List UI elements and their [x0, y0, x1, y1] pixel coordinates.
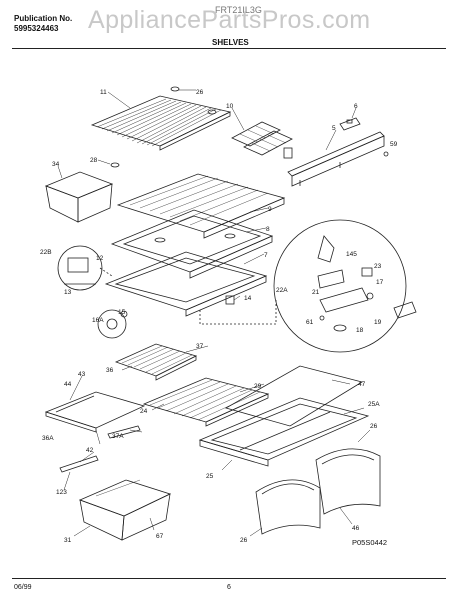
footer-rule — [12, 578, 446, 579]
watermark: AppliancePartsPros.com — [88, 6, 371, 34]
part-label: 6 — [354, 103, 358, 110]
leader-lines — [57, 89, 371, 537]
part-label: 18 — [356, 327, 364, 334]
part-label: 25A — [368, 401, 380, 408]
part-label: 22A — [276, 287, 288, 294]
shelf-end-cap-28 — [110, 162, 120, 168]
part-label: 5 — [332, 125, 336, 132]
part-label: 26 — [240, 537, 248, 544]
wire-shelf-29 — [142, 377, 270, 427]
part-label: 29 — [254, 383, 262, 390]
glass-shelf-9 — [116, 173, 286, 239]
part-label: 123 — [56, 489, 67, 496]
part-label: 9 — [268, 206, 272, 213]
part-label: 46 — [352, 525, 360, 532]
part-label: 8 — [266, 226, 270, 233]
egg-tray-10 — [231, 121, 293, 156]
shelf-end-cap-26 — [170, 86, 180, 92]
part-label: 12 — [96, 255, 104, 262]
part-label: 19 — [374, 319, 382, 326]
drawing-code: P05S0442 — [352, 538, 388, 547]
publication-label: Publication No. — [14, 14, 73, 23]
wire-shelf-11 — [90, 95, 232, 151]
part-label: 15 — [118, 309, 126, 316]
shelf-tray-44 — [44, 391, 146, 433]
part-label: 36A — [42, 435, 54, 442]
rail-37a — [107, 425, 141, 439]
part-label: 37 — [196, 343, 204, 350]
part-label: 24 — [140, 408, 148, 415]
part-label: 14 — [244, 295, 252, 302]
part-label: 42 — [86, 447, 94, 454]
wire-shelf-36 — [114, 343, 198, 381]
footer-date: 06/99 — [14, 584, 32, 591]
deli-pan-31 — [78, 479, 172, 541]
model-number: FRT21IL3G — [215, 5, 262, 15]
crisper-drawer-46 — [315, 448, 381, 515]
rail-42 — [59, 455, 99, 473]
part-label: 13 — [64, 289, 72, 296]
crisper-drawer-26 — [255, 479, 321, 535]
header-rule — [12, 48, 446, 49]
part-label: 44 — [64, 381, 72, 388]
part-label: 26 — [370, 423, 378, 430]
part-label: 36 — [106, 367, 114, 374]
detail-circle-145 — [273, 219, 417, 353]
part-label: 31 — [64, 537, 72, 544]
part-label: 11 — [100, 89, 107, 96]
part-label: 22B — [40, 249, 52, 256]
part-label: 21 — [312, 289, 320, 296]
part-label: 26 — [196, 89, 204, 96]
part-label: 7 — [264, 252, 268, 259]
shelf-tray-7 — [104, 251, 268, 317]
crisper-frame-25a — [198, 397, 370, 467]
part-label: 25 — [206, 473, 214, 480]
footer-page: 6 — [227, 584, 231, 591]
bracket-6 — [339, 117, 361, 131]
slide-frame-8 — [110, 209, 274, 279]
publication-number: 5995324463 — [14, 24, 59, 33]
part-label: 28 — [90, 157, 98, 164]
shelf-rail-5 — [287, 131, 385, 187]
part-label: 43 — [78, 371, 86, 378]
part-label: 61 — [306, 319, 314, 326]
part-label: 47 — [358, 381, 366, 388]
part-label: 10 — [226, 103, 234, 110]
shelf-end-cap-26b — [207, 109, 217, 115]
part-label: 67 — [156, 533, 164, 540]
part-label: 145 — [346, 251, 357, 258]
detail-circle-16a — [97, 309, 128, 339]
part-label: 16A — [92, 317, 104, 324]
section-title: SHELVES — [212, 38, 249, 47]
part-label: 23 — [374, 263, 382, 270]
crisper-cover-glass-47 — [224, 365, 364, 427]
screw-59 — [383, 151, 389, 157]
part-label: 17 — [376, 279, 384, 286]
dairy-bin-34 — [44, 171, 114, 223]
clip-6b — [283, 147, 293, 159]
detail-circle-22b — [57, 245, 113, 291]
part-label: 59 — [390, 141, 398, 148]
part-label: 34 — [52, 161, 60, 168]
part-label: 37A — [112, 433, 124, 440]
part-number-labels: 11 26 10 6 5 59 34 28 9 8 22B 12 13 7 14… — [40, 89, 398, 544]
